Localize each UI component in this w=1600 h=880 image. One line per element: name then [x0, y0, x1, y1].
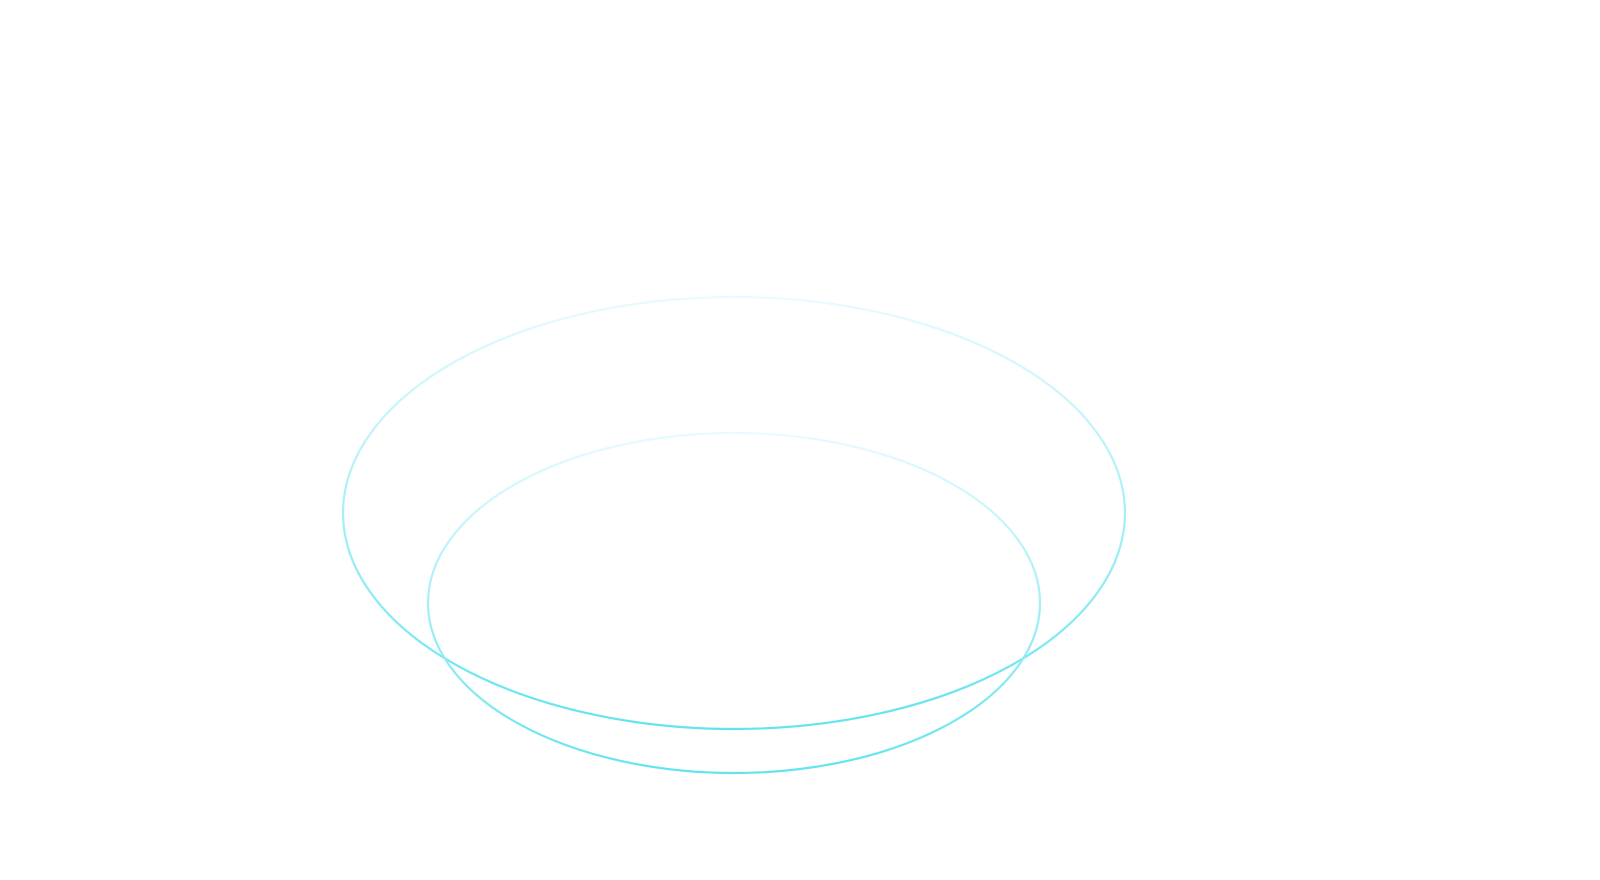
inner-ring-ellipse — [426, 431, 1042, 775]
outer-ring-ellipse — [341, 295, 1127, 731]
ring-group — [341, 295, 1127, 775]
